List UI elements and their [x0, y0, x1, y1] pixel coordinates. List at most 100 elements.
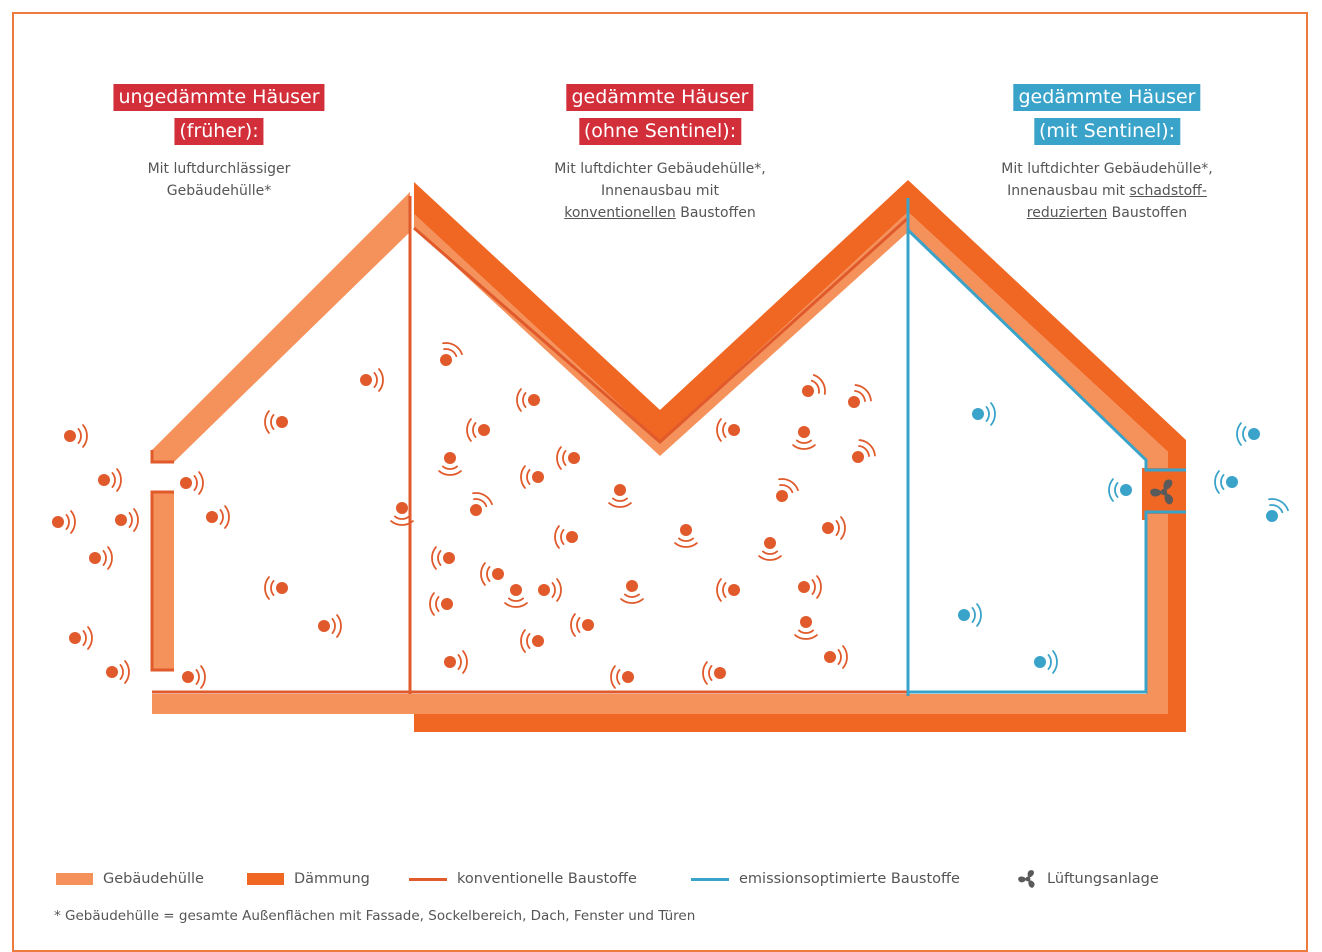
emission-symbol: [89, 546, 113, 570]
emission-symbol: [429, 592, 453, 616]
legend-envelope-swatch: [56, 873, 93, 885]
emission-symbol: [794, 616, 818, 640]
emission-symbol: [440, 342, 463, 366]
emission-symbol: [1266, 498, 1289, 522]
emission-symbol: [438, 452, 462, 476]
emission-symbol: [470, 492, 493, 516]
legend-emission-swatch: [691, 877, 729, 881]
legend-insulation: Dämmung: [247, 868, 370, 890]
insulated-envelope-hull: [414, 212, 1168, 714]
house-1-envelope: [152, 192, 414, 714]
emission-symbol: [206, 505, 230, 529]
house-3-description: Mit luftdichter Gebäudehülle*, Innenausb…: [1001, 158, 1212, 224]
emission-symbol: [520, 465, 544, 489]
emission-symbol: [516, 388, 540, 412]
emission-symbol: [570, 613, 594, 637]
legend-envelope-label: Gebäudehülle: [103, 871, 204, 887]
emission-symbol: [115, 508, 139, 532]
house-2-desc-underlined: konventionellen: [564, 205, 676, 221]
house-1-desc-line-2: Gebäudehülle*: [166, 183, 272, 199]
emission-symbol: [620, 580, 644, 604]
emission-symbol: [802, 374, 826, 397]
house-3-header: gedämmte Häuser (mit Sentinel): Mit luft…: [1001, 84, 1213, 224]
emission-symbol: [848, 384, 872, 408]
legend-insulation-swatch: [247, 873, 284, 885]
emission-symbol: [538, 578, 562, 602]
emission-symbol: [444, 650, 468, 674]
legend-conventional: konventionelle Baustoffe: [409, 868, 637, 890]
house-3-title-line-1: gedämmte Häuser: [1013, 84, 1201, 111]
fan-icon: [1150, 479, 1174, 505]
house-3-title-line-2: (mit Sentinel):: [1033, 118, 1181, 145]
house-2-description: Mit luftdichter Gebäudehülle*, Innenausb…: [554, 158, 765, 224]
house-2-desc-tail: Baustoffen: [675, 205, 756, 221]
emission-symbol: [824, 645, 848, 669]
emission-symbol: [106, 660, 130, 684]
fan-icon: [1018, 870, 1035, 888]
emission-symbol: [716, 578, 740, 602]
emission-symbol: [264, 576, 288, 600]
emission-symbol: [1214, 470, 1238, 494]
emission-symbol: [716, 418, 740, 442]
conventional-material-lines: [150, 196, 910, 694]
emission-symbol: [1108, 478, 1132, 502]
house-2-desc-line-1: Mit luftdichter Gebäudehülle*,: [554, 161, 766, 177]
emission-symbol: [52, 510, 76, 534]
house-1-desc-line-1: Mit luftdurchlässiger: [147, 161, 291, 177]
emission-symbol: [431, 546, 455, 570]
house-3-desc-line-2: Innenausbau mit: [1007, 183, 1130, 199]
emission-symbol: [972, 402, 996, 426]
emission-symbol: [798, 575, 822, 599]
legend-insulation-label: Dämmung: [294, 871, 370, 887]
house-3-desc-underlined-a: schadstoff-: [1129, 183, 1207, 199]
emission-symbol: [776, 478, 799, 502]
emission-symbol: [1236, 422, 1260, 446]
legend-emission-label: emissionsoptimierte Baustoffe: [739, 871, 960, 887]
emission-symbol: [182, 665, 206, 689]
legend-ventilation: Lüftungsanlage: [1018, 868, 1159, 890]
emission-symbol: [608, 484, 632, 508]
legend-ventilation-label: Lüftungsanlage: [1047, 871, 1159, 887]
emission-symbol: [958, 603, 982, 627]
emission-symbol: [758, 537, 782, 561]
house-1-description: Mit luftdurchlässiger Gebäudehülle*: [113, 158, 324, 202]
insulated-envelope-insulation: [414, 180, 1186, 732]
emission-symbol: [520, 629, 544, 653]
emission-symbol: [792, 426, 816, 450]
legend-envelope: Gebäudehülle: [56, 868, 204, 890]
emission-symbol: [480, 562, 504, 586]
emission-symbol: [64, 424, 88, 448]
house-3-desc-underlined-b: reduzierten: [1026, 205, 1108, 221]
emission-symbol: [318, 614, 342, 638]
emission-symbol: [264, 410, 288, 434]
house-1-title-line-1: ungedämmte Häuser: [113, 84, 325, 111]
emission-symbols: [52, 342, 1289, 689]
legend-conventional-label: konventionelle Baustoffe: [457, 871, 637, 887]
emission-symbol: [98, 468, 122, 492]
house-2-title-line-1: gedämmte Häuser: [566, 84, 754, 111]
emission-symbol: [360, 368, 384, 392]
emission-symbol: [852, 439, 876, 463]
house-3-desc-line-1: Mit luftdichter Gebäudehülle*,: [1001, 161, 1213, 177]
legend-conventional-swatch: [409, 877, 447, 881]
emission-symbol: [180, 471, 204, 495]
emission-symbol: [466, 418, 490, 442]
emission-symbol: [390, 502, 414, 526]
emission-optimized-lines: [906, 198, 1186, 696]
house-1-header: ungedämmte Häuser (früher): Mit luftdurc…: [113, 84, 325, 202]
emission-symbol: [702, 661, 726, 685]
emission-symbol: [504, 584, 528, 608]
house-2-title-line-2: (ohne Sentinel):: [578, 118, 742, 145]
emission-symbol: [69, 626, 93, 650]
house-1-title-line-2: (früher):: [174, 118, 264, 145]
emission-symbol: [674, 524, 698, 548]
house-3-desc-tail: Baustoffen: [1107, 205, 1188, 221]
footnote: * Gebäudehülle = gesamte Außenflächen mi…: [54, 908, 696, 924]
emission-symbol: [610, 665, 634, 689]
house-2-desc-line-2: Innenausbau mit: [601, 183, 719, 199]
emission-symbol: [554, 525, 578, 549]
house-2-header: gedämmte Häuser (ohne Sentinel): Mit luf…: [554, 84, 766, 224]
legend: Gebäudehülle Dämmung konventionelle Baus…: [56, 868, 1256, 890]
emission-symbol: [556, 446, 580, 470]
